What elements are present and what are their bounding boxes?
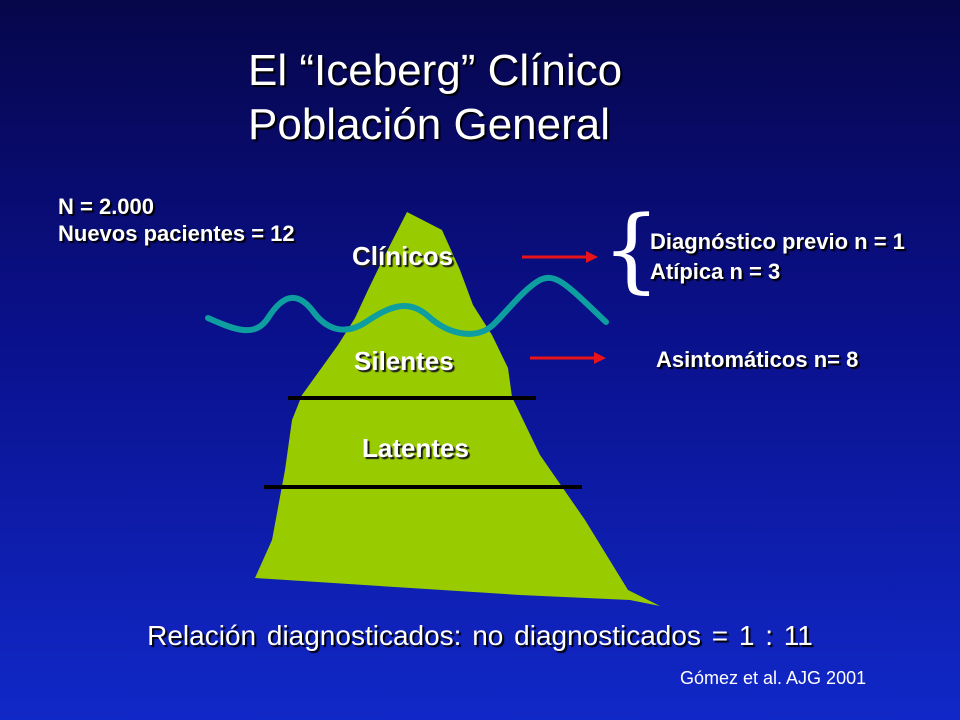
layer-label-clinical: Clínicos [352, 241, 454, 271]
arrow-silent [530, 352, 606, 364]
layer-label-latent: Latentes [362, 433, 469, 463]
note-atypical: Atípica n = 3 [650, 259, 781, 284]
iceberg-shape [255, 212, 660, 606]
ratio-footer: Relación diagnosticados: no diagnosticad… [147, 620, 813, 651]
arrow-clinical [522, 251, 598, 263]
title-line-1: El “Iceberg” Clínico [248, 46, 623, 95]
population-count: N = 2.000 [58, 194, 155, 219]
note-previous-diagnosis: Diagnóstico previo n = 1 [650, 229, 905, 254]
citation: Gómez et al. AJG 2001 [680, 668, 867, 688]
page-title: El “Iceberg” Clínico Población General [248, 44, 622, 152]
new-patients-count: Nuevos pacientes = 12 [58, 221, 295, 246]
layer-label-silent: Silentes [354, 346, 454, 376]
water-line [205, 274, 609, 337]
curly-brace-icon: { [602, 196, 661, 303]
title-line-2: Población General [248, 100, 611, 149]
note-asymptomatic: Asintomáticos n= 8 [656, 347, 859, 372]
study-stats: N = 2.000 Nuevos pacientes = 12 [58, 193, 295, 247]
